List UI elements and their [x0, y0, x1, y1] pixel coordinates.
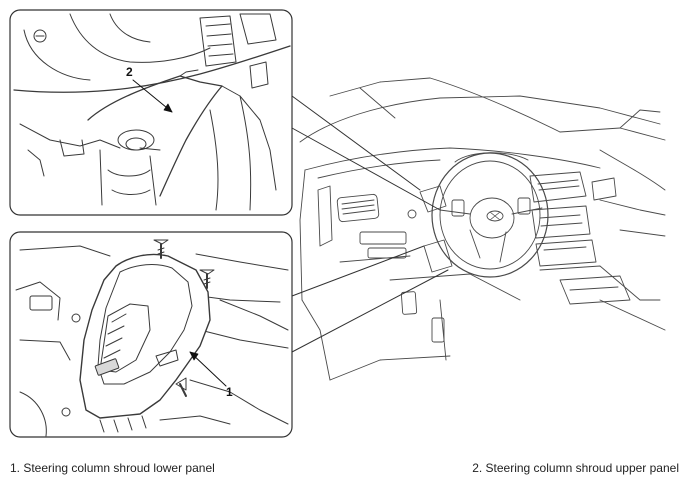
- caption-lower-panel: 1. Steering column shroud lower panel: [10, 461, 215, 475]
- callout-number-2: 2: [126, 65, 133, 79]
- lower-shroud-detail-panel: 1: [9, 231, 293, 438]
- upper-shroud-detail-panel: 2: [9, 9, 293, 216]
- dashboard-overview: [299, 77, 666, 381]
- detail-leader-lines: [291, 95, 449, 353]
- caption-upper-panel: 2. Steering column shroud upper panel: [472, 461, 679, 475]
- callout-number-1: 1: [226, 385, 233, 399]
